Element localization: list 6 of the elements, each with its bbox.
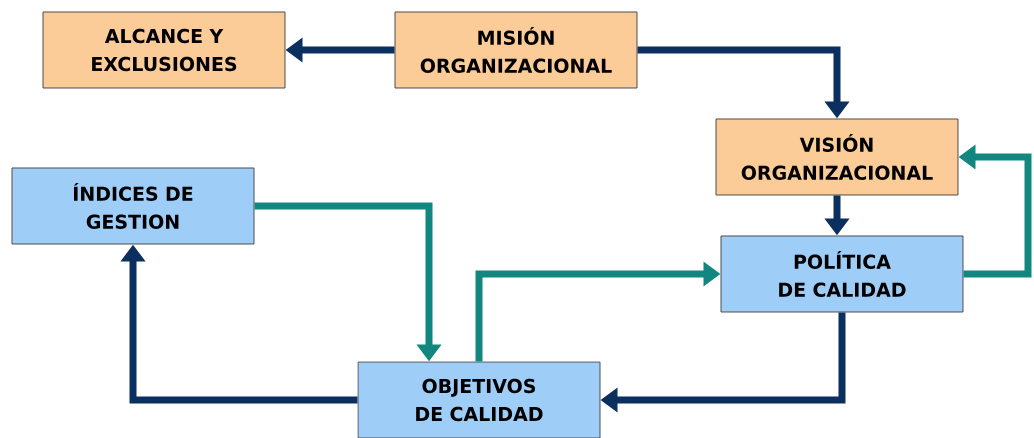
process-box: ALCANCE Y EXCLUSIONES <box>42 11 286 89</box>
process-box: POLÍTICA DE CALIDAD <box>720 235 964 313</box>
process-box: OBJETIVOS DE CALIDAD <box>357 361 601 438</box>
process-box: ÍNDICES DE GESTION <box>11 167 255 245</box>
process-box: VISIÓN ORGANIZACIONAL <box>715 118 959 196</box>
process-box: MISIÓN ORGANIZACIONAL <box>394 11 638 89</box>
